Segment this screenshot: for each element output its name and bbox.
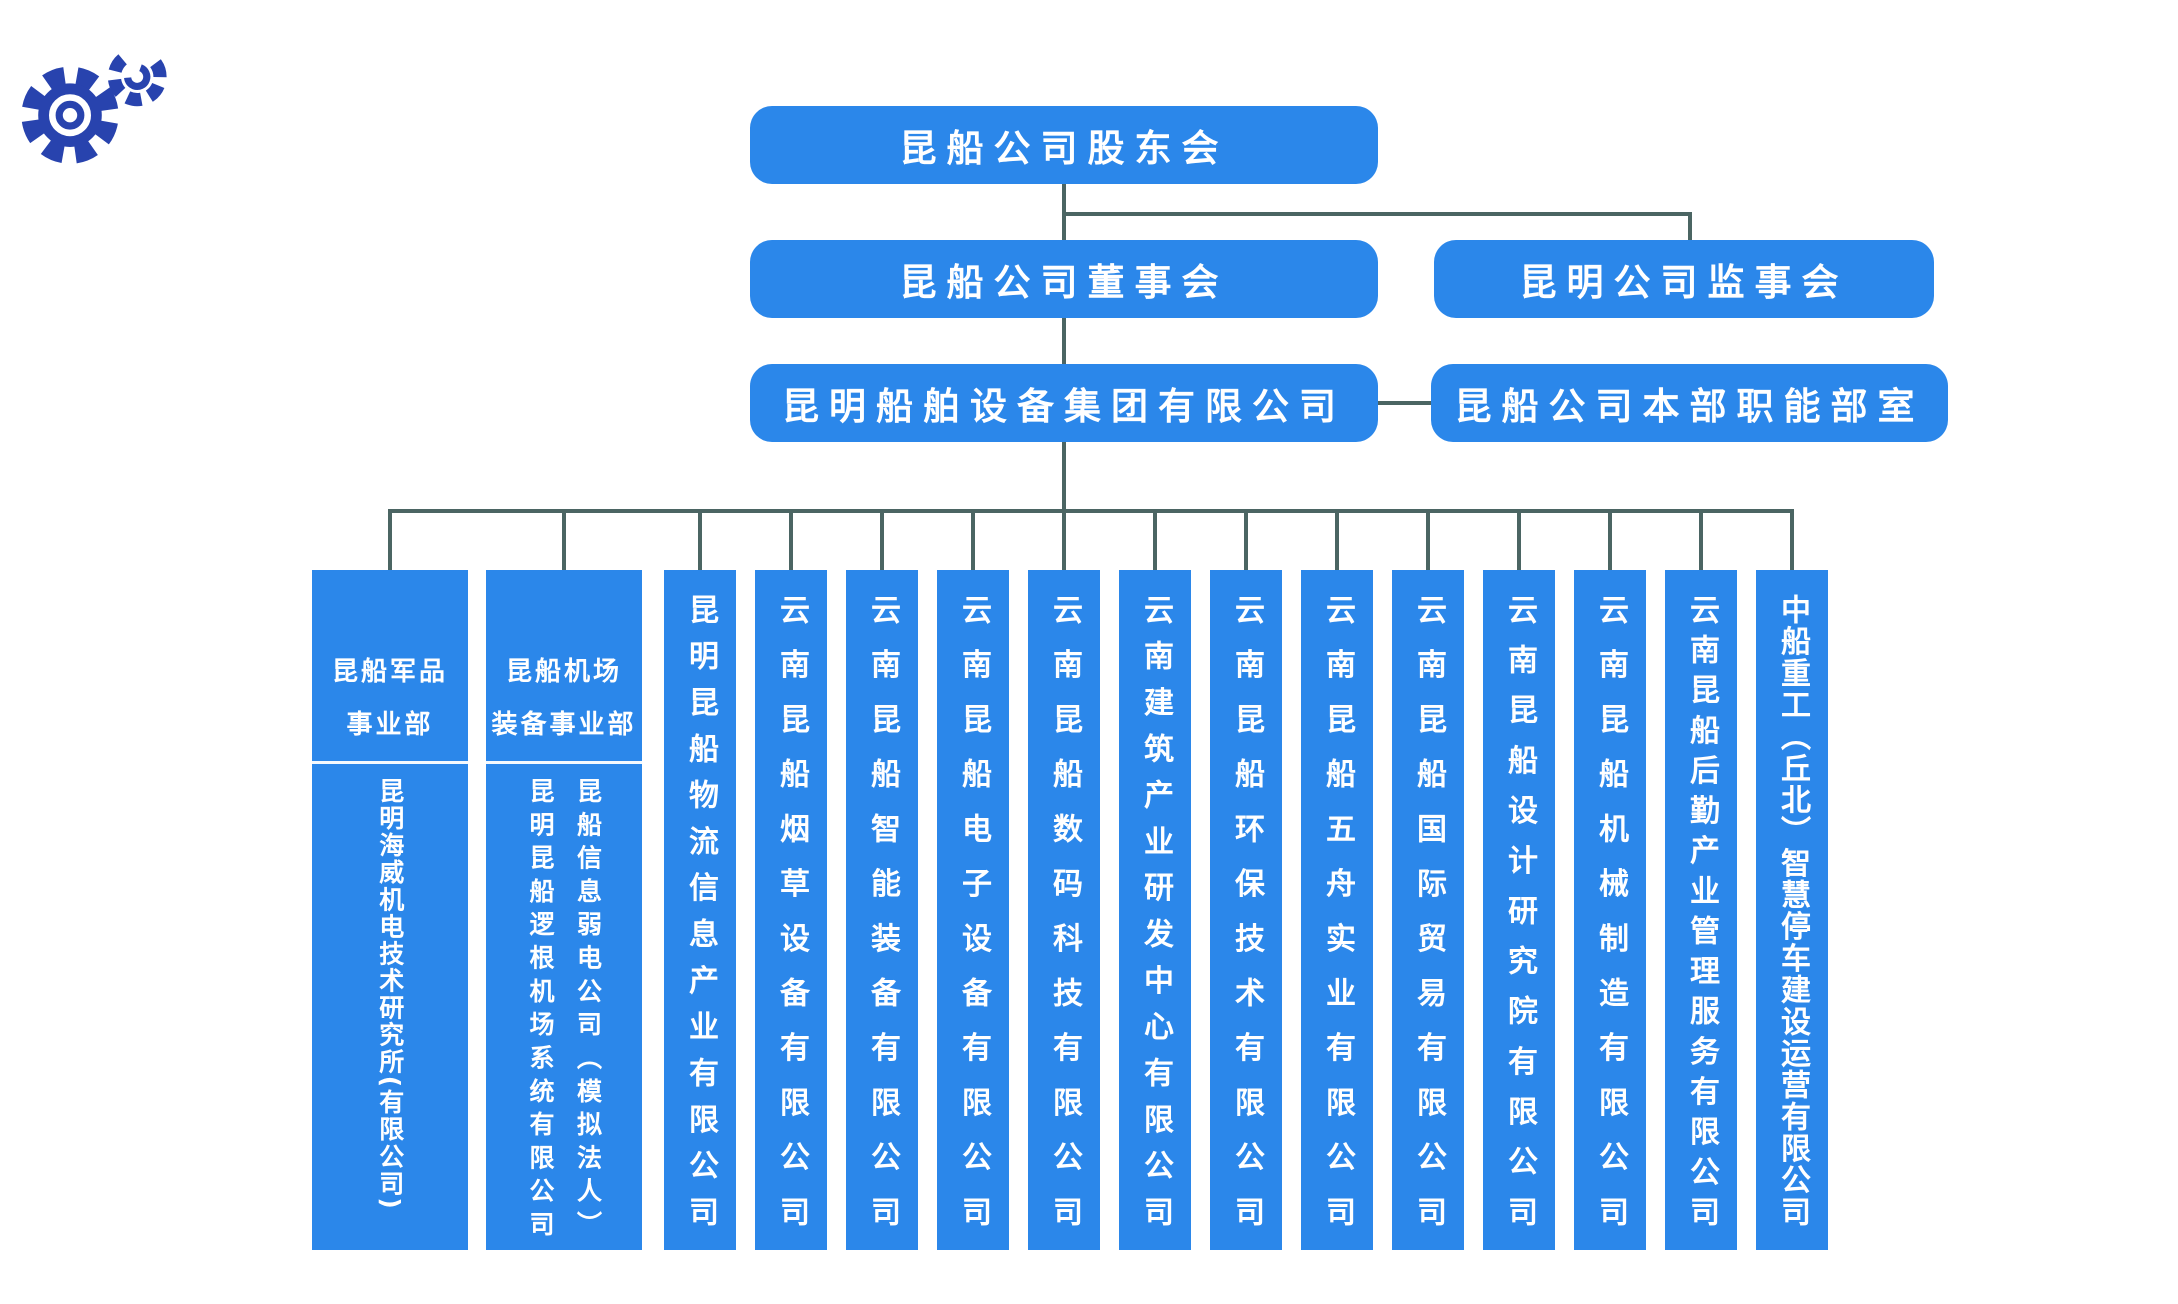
division-header-line: 昆船机场	[505, 657, 622, 687]
box-group-label: 昆明船舶设备集团有限公司	[782, 385, 1346, 428]
vertical-company-name: 云南昆船机械制造有限公司	[1593, 594, 1628, 1250]
vertical-company-name: 云南昆船国际贸易有限公司	[1411, 594, 1446, 1250]
subsidiary-box: 云南昆船五舟实业有限公司	[1301, 570, 1373, 1250]
vertical-company-name: 云南建筑产业研发中心有限公司	[1138, 594, 1173, 1243]
subsidiary-box: 中船重工（丘北）智慧停车建设运营有限公司	[1756, 570, 1828, 1250]
subsidiary-box: 云南昆船后勤产业管理服务有限公司	[1665, 570, 1737, 1250]
vertical-company-name: 昆明海威机电技术研究所(有限公司)	[375, 778, 405, 1211]
vertical-company-name: 昆明昆船物流信息产业有限公司	[683, 594, 718, 1243]
vertical-company-name: 云南昆船设计研究院有限公司	[1502, 594, 1537, 1247]
subsidiary-box: 云南建筑产业研发中心有限公司	[1119, 570, 1191, 1250]
vertical-company-name: 云南昆船后勤产业管理服务有限公司	[1684, 594, 1719, 1237]
vertical-company-name: 云南昆船五舟实业有限公司	[1320, 594, 1355, 1250]
division-header: 昆船军品事业部	[312, 570, 468, 764]
box-board-label: 昆船公司董事会	[899, 261, 1229, 304]
box-supervisors-label: 昆明公司监事会	[1519, 261, 1849, 304]
box-shareholders-meeting: 昆船公司股东会	[750, 106, 1378, 184]
vertical-company-name: 云南昆船电子设备有限公司	[956, 594, 991, 1250]
vertical-company-name: 云南昆船环保技术有限公司	[1229, 594, 1264, 1250]
box-hq-label: 昆船公司本部职能部室	[1454, 385, 1925, 428]
subsidiary-box: 云南昆船电子设备有限公司	[937, 570, 1009, 1250]
vertical-company-name: 云南昆船智能装备有限公司	[865, 594, 900, 1250]
subsidiary-box: 云南昆船环保技术有限公司	[1210, 570, 1282, 1250]
subsidiary-box: 云南昆船国际贸易有限公司	[1392, 570, 1464, 1250]
vertical-company-name: 昆明昆船逻根机场系统有限公司	[526, 778, 555, 1245]
subsidiary-box: 云南昆船设计研究院有限公司	[1483, 570, 1555, 1250]
division-header: 昆船机场装备事业部	[486, 570, 642, 764]
vertical-company-name: 云南昆船烟草设备有限公司	[774, 594, 809, 1250]
division-header-line: 装备事业部	[491, 710, 637, 740]
subsidiary-box: 昆明昆船物流信息产业有限公司	[664, 570, 736, 1250]
box-hq-functional-departments: 昆船公司本部职能部室	[1431, 364, 1948, 442]
division-header-line: 事业部	[346, 710, 434, 740]
subsidiary-box: 云南昆船智能装备有限公司	[846, 570, 918, 1250]
subsidiary-box: 云南昆船机械制造有限公司	[1574, 570, 1646, 1250]
vertical-company-name: 昆船信息弱电公司（模拟法人）	[573, 778, 603, 1245]
box-group-company: 昆明船舶设备集团有限公司	[750, 364, 1378, 442]
vertical-company-name: 中船重工（丘北）智慧停车建设运营有限公司	[1775, 594, 1810, 1228]
box-board-of-directors: 昆船公司董事会	[750, 240, 1378, 318]
division-body: 昆船信息弱电公司（模拟法人） 昆明昆船逻根机场系统有限公司	[486, 764, 642, 1250]
company-logo-gears-icon	[21, 47, 167, 164]
vertical-company-name: 云南昆船数码科技有限公司	[1047, 594, 1082, 1250]
division-header-line: 昆船军品	[331, 657, 448, 687]
subsidiary-box: 云南昆船烟草设备有限公司	[755, 570, 827, 1250]
division-box: 昆船机场装备事业部昆船信息弱电公司（模拟法人） 昆明昆船逻根机场系统有限公司	[486, 570, 642, 1250]
box-shareholders-label: 昆船公司股东会	[899, 127, 1229, 170]
box-supervisory-board: 昆明公司监事会	[1434, 240, 1934, 318]
division-box: 昆船军品事业部昆明海威机电技术研究所(有限公司)	[312, 570, 468, 1250]
division-body: 昆明海威机电技术研究所(有限公司)	[312, 764, 468, 1250]
subsidiary-box: 云南昆船数码科技有限公司	[1028, 570, 1100, 1250]
